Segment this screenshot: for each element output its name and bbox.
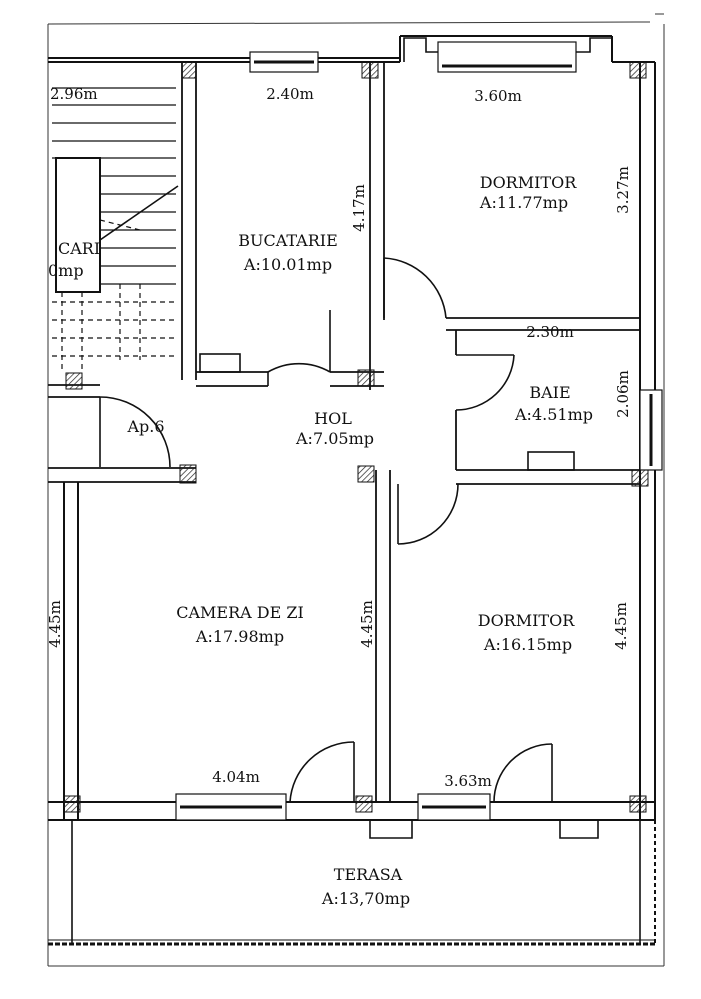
interior-walls — [48, 62, 640, 802]
room-area-scari: 0mp — [48, 261, 84, 280]
wall-notches — [199, 37, 613, 839]
room-name-bucatarie: BUCATARIE — [238, 231, 338, 250]
dimension-labels: 2.96m 2.40m 3.60m 2.30m 4.04m 3.63m 4.17… — [46, 85, 632, 790]
apartment-label: Ap.6 — [126, 417, 164, 436]
dim-stair-width: 2.96m — [50, 85, 98, 103]
page-border — [47, 13, 665, 967]
dim-bedroom-bottom-height: 4.45m — [612, 602, 630, 650]
door-swings — [99, 257, 553, 803]
dim-living-width: 4.04m — [212, 768, 260, 786]
room-area-terasa: A:13,70mp — [321, 889, 410, 908]
dim-living-right-height: 4.45m — [358, 600, 376, 648]
room-name-camera-de-zi: CAMERA DE ZI — [176, 603, 304, 622]
room-name-baie: BAIE — [529, 383, 570, 402]
room-area-camera-de-zi: A:17.98mp — [195, 627, 284, 646]
windows — [175, 41, 663, 821]
terrace-railing — [48, 820, 656, 946]
room-area-bucatarie: A:10.01mp — [243, 255, 332, 274]
dim-kitchen-height: 4.17m — [350, 184, 368, 232]
room-area-dormitor-bottom: A:16.15mp — [483, 635, 572, 654]
room-area-dormitor-top: A:11.77mp — [479, 193, 568, 212]
dim-bedroom-top-width: 3.60m — [474, 87, 522, 105]
wall-columns — [63, 61, 649, 813]
dim-bedroom-bottom-width: 3.63m — [444, 772, 492, 790]
dim-bath-height: 2.06m — [614, 370, 632, 418]
room-name-hol: HOL — [314, 409, 352, 428]
dim-bedroom-top-height: 3.27m — [614, 166, 632, 214]
room-area-hol: A:7.05mp — [295, 429, 374, 448]
room-name-dormitor-top: DORMITOR — [480, 173, 577, 192]
room-name-terasa: TERASA — [334, 865, 403, 884]
dim-living-left-height: 4.45m — [46, 600, 64, 648]
exterior-walls — [48, 35, 656, 821]
room-area-baie: A:4.51mp — [514, 405, 593, 424]
staircase — [52, 87, 179, 370]
room-name-scari: CARI — [58, 239, 100, 258]
dim-kitchen-width: 2.40m — [266, 85, 314, 103]
room-name-dormitor-bottom: DORMITOR — [478, 611, 575, 630]
dim-bath-width: 2.30m — [526, 323, 574, 341]
room-labels: BUCATARIE A:10.01mp DORMITOR A:11.77mp B… — [48, 173, 593, 908]
